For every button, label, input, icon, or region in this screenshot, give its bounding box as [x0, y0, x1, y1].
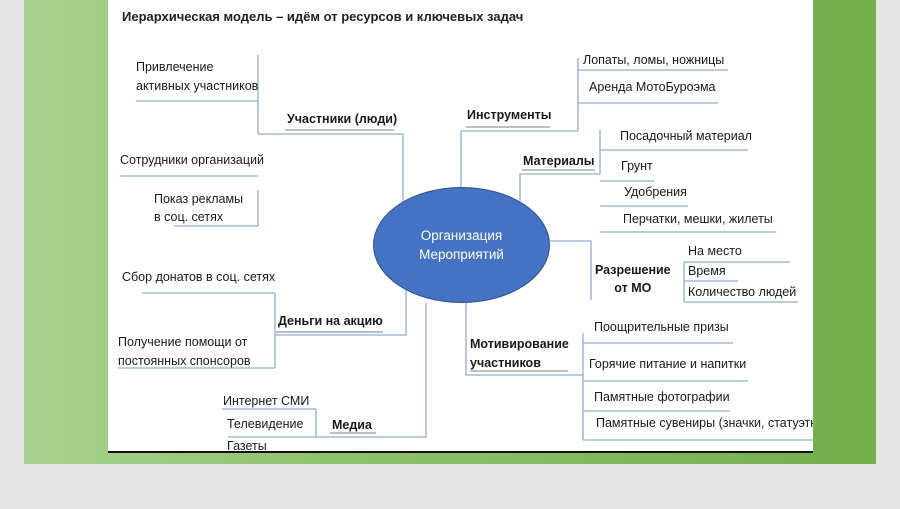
connector-media	[316, 303, 427, 438]
leaf-materials-0: Посадочный материал	[620, 129, 752, 143]
node-people: Участники (люди)	[287, 112, 398, 126]
leaf-media-2: Газеты	[227, 439, 267, 453]
leaf-permission-2: Количество людей	[688, 285, 797, 299]
leaf-materials-2: Удобрения	[624, 185, 687, 199]
leaf-permission-0: На место	[688, 244, 742, 258]
node-media: Медиа	[332, 418, 372, 432]
leaf-materials-3: Перчатки, мешки, жилеты	[623, 212, 773, 226]
node-materials: Материалы	[523, 154, 595, 168]
node-money: Деньги на акцию	[278, 314, 383, 328]
node-motivation: Мотивирование участников	[470, 337, 569, 370]
connector-money	[275, 290, 407, 336]
leaf-materials-1: Грунт	[621, 159, 653, 173]
leaf-motivation-1: Горячие питание и напитки	[589, 357, 747, 371]
connector-lines	[118, 55, 813, 441]
branch-materials	[599, 130, 776, 233]
connector-people	[258, 133, 404, 205]
leaf-tools-1: Аренда МотоБуроэма	[589, 80, 716, 94]
leaf-people-2: Показ рекламы в соц. сетях	[154, 192, 244, 224]
leaf-media-1: Телевидение	[227, 417, 304, 431]
leaf-money-1: Получение помощи от постоянных спонсоров	[118, 335, 251, 368]
node-permission: Разрешение от МО	[595, 263, 671, 295]
slide-title: Иерархическая модель – идём от ресурсов …	[122, 9, 524, 24]
leaf-media-0: Интернет СМИ	[223, 394, 310, 408]
branch-media	[222, 408, 317, 438]
leaf-money-0: Сбор донатов в соц. сетях	[122, 270, 276, 284]
branch-permission	[683, 261, 798, 303]
slide: Иерархическая модель – идём от ресурсов …	[108, 0, 813, 453]
connector-motivation	[465, 302, 583, 376]
center-node: Организация Мероприятий	[373, 187, 550, 303]
branch-motivation	[582, 333, 813, 441]
leaf-motivation-2: Памятные фотографии	[594, 390, 730, 404]
leaf-people-0: Привлечение активных участников	[136, 60, 259, 93]
node-tools: Инструменты	[467, 108, 552, 122]
connector-permission	[550, 240, 592, 300]
branch-money	[118, 292, 276, 369]
leaf-people-1: Сотрудники организаций	[120, 153, 265, 167]
branch-people	[120, 55, 259, 227]
branch-tools	[577, 58, 728, 131]
connector-tools	[460, 130, 578, 190]
leaf-permission-1: Время	[688, 264, 726, 278]
leaf-motivation-0: Поощрительные призы	[594, 320, 729, 334]
leaf-motivation-3: Памятные сувениры (значки, статуэтки	[596, 416, 813, 430]
leaf-tools-0: Лопаты, ломы, ножницы	[583, 53, 725, 67]
connector-materials	[519, 173, 600, 205]
